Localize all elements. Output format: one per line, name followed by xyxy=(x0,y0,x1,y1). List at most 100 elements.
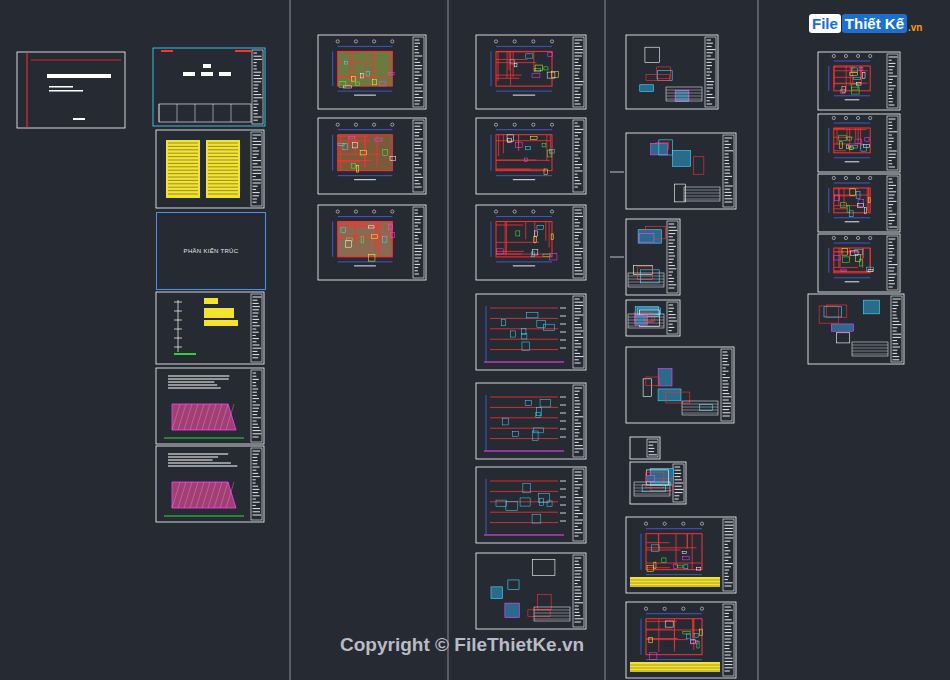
title-block-line xyxy=(707,56,711,57)
drawing-sheet xyxy=(318,118,426,194)
fixture-symbol xyxy=(868,269,873,271)
detail-shape xyxy=(863,300,879,314)
title-block-line xyxy=(669,278,675,279)
table-row-line xyxy=(634,485,670,486)
fixture-symbol xyxy=(535,65,542,71)
title-block-line xyxy=(575,324,582,325)
title-block-line xyxy=(889,239,896,240)
title-block-line xyxy=(725,544,728,545)
opening xyxy=(502,418,508,425)
fixture-symbol xyxy=(361,236,363,243)
sheet-frame xyxy=(476,205,586,280)
wall-line xyxy=(646,563,701,564)
detail-shape xyxy=(659,140,673,155)
detail-shape xyxy=(700,404,713,410)
title-block xyxy=(413,37,424,107)
title-block-line xyxy=(725,541,731,542)
sheet-frame xyxy=(626,35,718,109)
title-block-line xyxy=(415,43,421,44)
fixture-symbol xyxy=(382,236,387,242)
wall-line xyxy=(687,534,688,549)
dimension-line xyxy=(486,479,487,535)
drawing-sheet xyxy=(626,602,736,678)
title-block-line xyxy=(893,302,898,303)
fixture-symbol xyxy=(861,145,867,151)
title-block-line xyxy=(253,141,262,142)
detail-shape xyxy=(646,377,660,385)
title-block-line xyxy=(575,56,582,57)
fixture-symbol xyxy=(532,74,540,78)
hatch-line xyxy=(220,482,228,508)
title-block-line xyxy=(253,392,257,393)
wall-line xyxy=(506,222,507,255)
grid-marker xyxy=(391,40,394,43)
title-block-line xyxy=(889,274,897,275)
cover-text-bar xyxy=(219,72,231,76)
floor-line xyxy=(490,397,558,398)
title-block-line xyxy=(415,167,422,168)
title-block-line xyxy=(575,532,583,533)
title-block-line xyxy=(725,550,731,551)
title-block xyxy=(413,207,424,278)
fixture-symbol xyxy=(665,621,673,627)
ground-line xyxy=(484,361,564,362)
title-block-line xyxy=(253,376,257,377)
title-block-line xyxy=(253,382,257,383)
title-block-line xyxy=(707,65,712,66)
title-block-line xyxy=(723,387,729,388)
title-block-line xyxy=(649,454,657,455)
title-block-line xyxy=(889,191,897,192)
dimension-line xyxy=(646,528,702,529)
detail-table xyxy=(852,342,888,356)
hatch-line xyxy=(214,482,222,508)
fixture-symbol xyxy=(858,203,864,207)
fixture-symbol xyxy=(859,68,863,71)
grid-marker xyxy=(682,607,685,610)
title-block-line xyxy=(723,364,730,365)
title-block-line xyxy=(253,379,259,380)
table-row-line xyxy=(208,156,238,157)
drawing-sheet xyxy=(626,517,736,593)
title-block-line xyxy=(889,195,895,196)
level-mark xyxy=(560,521,566,522)
title-block-line xyxy=(415,94,419,95)
drawing-sheet xyxy=(476,467,586,543)
title-block-line xyxy=(575,43,580,44)
wall-line xyxy=(496,254,549,255)
title-block-line xyxy=(415,235,418,236)
title-block-line xyxy=(253,483,256,484)
sheet-caption-line xyxy=(513,265,535,266)
table-row-line xyxy=(208,187,238,188)
title-block-line xyxy=(575,432,580,433)
wall-line xyxy=(518,135,519,151)
fixture-symbol xyxy=(514,63,516,66)
fixture-symbol xyxy=(537,226,543,230)
fixture-symbol xyxy=(542,144,546,147)
title-block-line xyxy=(889,147,892,148)
fixture-symbol xyxy=(351,163,355,168)
title-block-line xyxy=(723,377,730,378)
hatch-line xyxy=(172,482,180,508)
title-block-line xyxy=(707,72,713,73)
title-block-line xyxy=(415,274,419,275)
title-block-line xyxy=(254,56,262,57)
title-block-line xyxy=(253,135,261,136)
title-block-line xyxy=(254,117,262,118)
grid-marker xyxy=(354,40,357,43)
detail-table xyxy=(628,273,664,287)
note-line xyxy=(168,375,229,376)
table-row-line xyxy=(534,616,570,617)
title-block-line xyxy=(575,331,584,332)
table-row-line xyxy=(630,668,720,669)
title-block-line xyxy=(253,144,262,145)
title-block-line xyxy=(707,40,712,41)
title-block-line xyxy=(253,167,262,168)
wall-line xyxy=(353,51,354,82)
title-block-line xyxy=(254,88,258,89)
opening xyxy=(532,514,541,523)
opening xyxy=(537,407,542,415)
title-block-line xyxy=(415,187,422,188)
fixture-symbol xyxy=(868,198,870,203)
title-block-line xyxy=(889,82,893,83)
wall-line xyxy=(687,534,688,548)
